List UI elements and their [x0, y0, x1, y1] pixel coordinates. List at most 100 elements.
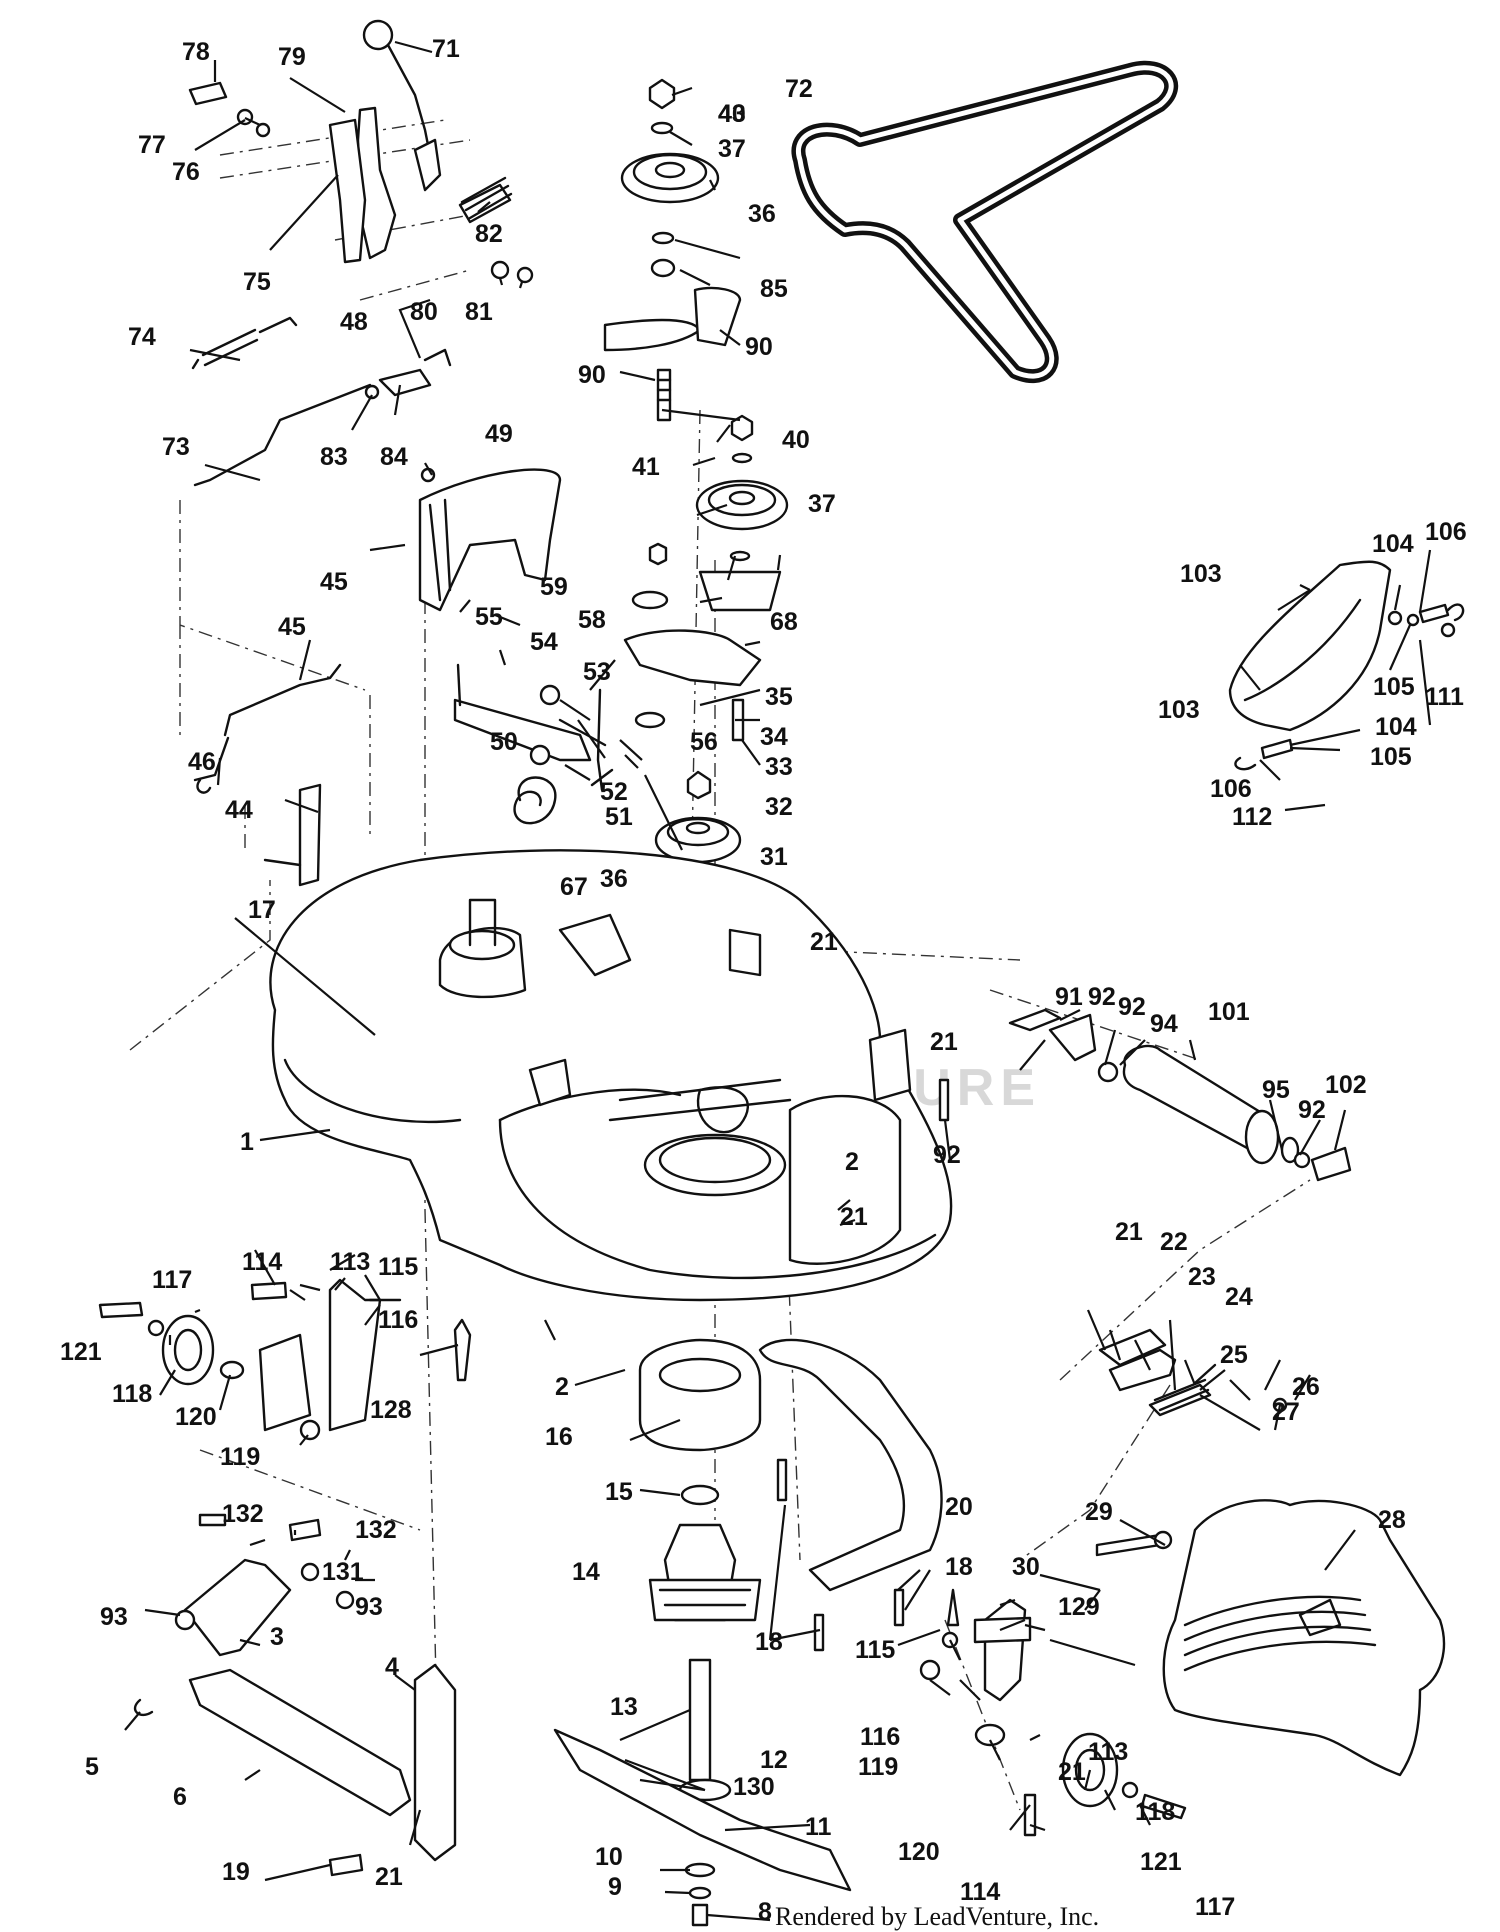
callout-label: 90 — [745, 333, 773, 361]
callout-label: 22 — [1160, 1228, 1188, 1256]
callout-label: 19 — [222, 1858, 250, 1886]
callout-label: 71 — [432, 35, 460, 63]
gauge-wheel-left — [98, 1278, 472, 1441]
callout-label: 21 — [930, 1028, 958, 1056]
callout-label: 116 — [378, 1306, 418, 1334]
callout-label: 17 — [248, 896, 276, 924]
callout-label: 16 — [545, 1423, 573, 1451]
callout-label: 40 — [782, 426, 810, 454]
callout-label: 11 — [805, 1813, 832, 1841]
callout-label: 76 — [172, 158, 200, 186]
callout-label: 3 — [270, 1623, 284, 1651]
callout-label: 119 — [858, 1753, 898, 1781]
callout-label: 79 — [278, 43, 306, 71]
chute-mount-assembly — [1098, 1328, 1288, 1417]
idler-pulley-stack-lower — [623, 414, 789, 742]
callout-label: 75 — [243, 268, 271, 296]
callout-label: 84 — [380, 443, 408, 471]
callout-labels: 1 2 2 3 4 5 6 8 9 10 11 12 13 14 15 16 1… — [60, 35, 1467, 1926]
callout-label: 118 — [112, 1380, 152, 1408]
callout-label: 105 — [1373, 673, 1415, 701]
leader-lines — [124, 40, 1432, 1922]
callout-label: 36 — [748, 200, 776, 228]
callout-label: 9 — [608, 1873, 622, 1901]
callout-label: 21 — [375, 1863, 403, 1891]
callout-label: 80 — [410, 298, 438, 326]
callout-label: 21 — [1115, 1218, 1143, 1246]
callout-label: 13 — [610, 1693, 638, 1721]
callout-label: 103 — [1180, 560, 1222, 588]
callout-label: 82 — [475, 220, 503, 248]
front-hanger-assembly — [133, 1513, 457, 1877]
callout-label: 117 — [152, 1266, 192, 1294]
mower-deck-housing — [269, 849, 953, 1302]
callout-label: 41 — [632, 453, 660, 481]
callout-label: 21 — [840, 1203, 868, 1231]
callout-label: 12 — [760, 1746, 788, 1774]
callout-label: 120 — [898, 1838, 940, 1866]
callout-label: 132 — [222, 1500, 264, 1528]
callout-label: 74 — [128, 323, 156, 351]
callout-label: 113 — [330, 1248, 370, 1276]
callout-label: 43 — [718, 100, 746, 128]
idler-arm-assembly — [453, 663, 614, 825]
callout-label: 93 — [100, 1603, 128, 1631]
callout-label: 55 — [475, 603, 503, 631]
callout-label: 2 — [845, 1148, 859, 1176]
callout-label: 25 — [1220, 1341, 1248, 1369]
callout-label: 121 — [1140, 1848, 1182, 1876]
callout-label: 104 — [1372, 530, 1414, 558]
callout-label: 26 — [1292, 1373, 1320, 1401]
callout-label: 18 — [755, 1628, 783, 1656]
callout-label: 52 — [600, 778, 628, 806]
callout-label: 53 — [583, 658, 611, 686]
callout-label: 10 — [595, 1843, 623, 1871]
callout-label: 73 — [162, 433, 190, 461]
callout-label: 94 — [1150, 1010, 1178, 1038]
callout-label: 118 — [1135, 1798, 1175, 1826]
callout-label: 37 — [808, 490, 836, 518]
discharge-chute-part — [1095, 1499, 1446, 1777]
v-belt-part — [791, 60, 1179, 384]
callout-label: 40 — [718, 100, 746, 128]
callout-label: 30 — [1012, 1553, 1040, 1581]
callout-label: 85 — [760, 275, 788, 303]
callout-label: 112 — [1232, 803, 1272, 831]
callout-label: 50 — [490, 728, 518, 756]
callout-label: 1 — [240, 1128, 254, 1156]
callout-label: 23 — [1188, 1263, 1216, 1291]
callout-label: 49 — [485, 420, 513, 448]
callout-label: 120 — [175, 1403, 217, 1431]
callout-label: 33 — [765, 753, 793, 781]
credit-text: Rendered by LeadVenture, Inc. — [775, 1902, 1099, 1931]
callout-label: 92 — [1088, 983, 1116, 1011]
callout-label: 24 — [1225, 1283, 1253, 1311]
callout-label: 29 — [1085, 1498, 1113, 1526]
callout-label: 117 — [1195, 1893, 1235, 1921]
callout-label: 132 — [355, 1516, 397, 1544]
callout-label: 131 — [322, 1558, 364, 1586]
callout-label: 114 — [242, 1248, 282, 1276]
callout-label: 34 — [760, 723, 788, 751]
callout-label: 101 — [1208, 998, 1250, 1026]
callout-label: 92 — [1298, 1096, 1326, 1124]
gauge-wheel-right — [919, 1588, 1187, 1837]
callout-label: 111 — [1425, 683, 1464, 711]
callout-label: 92 — [1118, 993, 1146, 1021]
callout-label: 113 — [1088, 1738, 1128, 1766]
callout-label: 45 — [320, 568, 348, 596]
callout-label: 14 — [572, 1558, 600, 1586]
callout-label: 81 — [465, 298, 493, 326]
callout-label: 72 — [785, 75, 813, 103]
callout-label: 46 — [188, 748, 216, 776]
spindle-and-blade-assembly — [553, 1338, 852, 1927]
callout-label: 44 — [225, 796, 253, 824]
callout-label: 104 — [1375, 713, 1417, 741]
callout-label: 4 — [385, 1653, 399, 1681]
callout-label: 95 — [1262, 1076, 1290, 1104]
callout-label: 32 — [765, 793, 793, 821]
callout-label: 2 — [555, 1373, 569, 1401]
deflector-shield-part — [1228, 560, 1465, 771]
callout-label: 68 — [770, 608, 798, 636]
